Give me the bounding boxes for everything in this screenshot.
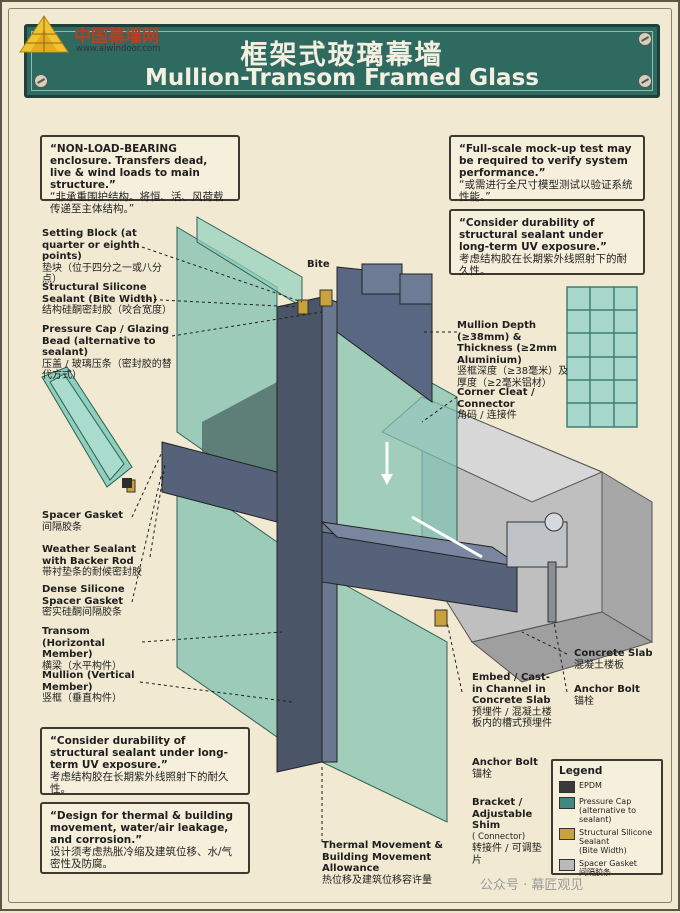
label-weather-sealant: Weather Sealant with Backer Rod 带衬垫条的耐候密… [42, 544, 142, 578]
logo-mark-icon [19, 15, 69, 53]
label-bracket: Bracket / Adjustable Shim ( Connector) 转… [472, 797, 542, 866]
logo-name: 中国幕墙网 [74, 27, 159, 47]
label-thermal-movement: Thermal Movement & Building Movement All… [322, 840, 444, 886]
legend-item: Pressure Cap(alternative to sealant) [559, 797, 655, 824]
note-mockup-en: “Full-scale mock-up test may be required… [459, 143, 632, 179]
label-structural-sealant: Structural Silicone Sealant (Bite Width)… [42, 282, 172, 316]
note-load-en: “NON-LOAD-BEARING enclosure. Transfers d… [50, 143, 208, 191]
note-uv-top: “Consider durability of structural seala… [449, 209, 645, 277]
legend-swatch [559, 797, 575, 809]
label-bite: Bite [307, 259, 330, 270]
note-thermal: “Design for thermal & building movement,… [40, 802, 250, 874]
note-mockup: “Full-scale mock-up test may be required… [449, 135, 645, 203]
label-mullion: Mullion (Vertical Member) 竖框（垂直构件） [42, 670, 135, 704]
note-uv-bottom-zh: 考虑结构胶在长期紫外线照射下的耐久性。 [50, 771, 229, 795]
note-thermal-zh: 设计须考虑热胀冷缩及建筑位移、水/气密性及防腐。 [50, 846, 233, 870]
legend-title: Legend [559, 765, 603, 777]
note-uv-top-en: “Consider durability of structural seala… [459, 217, 607, 253]
legend-item: EPDM [559, 781, 655, 793]
logo-url: www.aiwindoor.com [76, 44, 161, 54]
note-load-zh: “非承重围护结构。将恒、活、风荷载传递至主体结构。” [50, 191, 224, 215]
note-uv-bottom: “Consider durability of structural seala… [40, 727, 250, 795]
lower-right-glass [321, 571, 448, 823]
label-anchor-bolt: Anchor Bolt 锚栓 [574, 684, 640, 707]
note-uv-bottom-en: “Consider durability of structural seala… [50, 735, 229, 771]
watermark: 公众号 · 幕匠观见 [480, 878, 584, 893]
label-concrete-slab: Concrete Slab 混凝土楼板 [574, 648, 653, 671]
label-pressure-cap: Pressure Cap / Glazing Bead (alternative… [42, 324, 172, 381]
legend: Legend EPDM Pressure Cap(alternative to … [551, 759, 663, 877]
label-setting-block: Setting Block (at quarter or eighth poin… [42, 228, 162, 285]
anchor-bolt-shape [547, 561, 557, 623]
title-en: Mullion-Transom Framed Glass [145, 65, 539, 91]
legend-swatch [559, 828, 575, 840]
title-zh: 框架式玻璃幕墙 [240, 40, 444, 71]
screw-icon [638, 32, 652, 46]
note-thermal-en: “Design for thermal & building movement,… [50, 810, 234, 846]
screw-icon [638, 74, 652, 88]
transom-shape [161, 441, 278, 523]
poster-frame [8, 8, 672, 903]
legend-swatch [559, 859, 575, 871]
label-embed: Embed / Cast-in Channel in Concrete Slab… [472, 672, 552, 729]
label-mullion-depth: Mullion Depth (≥38mm) & Thickness (≥2mm … [457, 320, 569, 389]
label-dense-silicone: Dense Silicone Spacer Gasket 密实硅酮间隔胶条 [42, 584, 125, 618]
note-mockup-zh: “或需进行全尺寸模型测试以验证系统性能。” [459, 179, 633, 203]
label-anchor-bolt-2: Anchor Bolt 锚栓 [472, 757, 538, 780]
elevation-grid [566, 286, 638, 428]
legend-swatch [559, 781, 575, 793]
screw-icon [34, 74, 48, 88]
note-load-bearing: “NON-LOAD-BEARING enclosure. Transfers d… [40, 135, 240, 215]
legend-item: Structural Silicone Sealant(Bite Width) [559, 828, 655, 855]
note-uv-top-zh: 考虑结构胶在长期紫外线照射下的耐久性。 [459, 253, 627, 277]
label-spacer-gasket: Spacer Gasket 间隔胶条 [42, 510, 124, 533]
site-logo: 中国幕墙网 www.aiwindoor.com [16, 12, 196, 60]
label-corner-cleat: Corner Cleat / Connector 角码 / 连接件 [457, 387, 535, 421]
label-transom: Transom (Horizontal Member) 横梁（水平构件） [42, 626, 122, 672]
title-banner: 框架式玻璃幕墙 Mullion-Transom Framed Glass [24, 24, 660, 98]
